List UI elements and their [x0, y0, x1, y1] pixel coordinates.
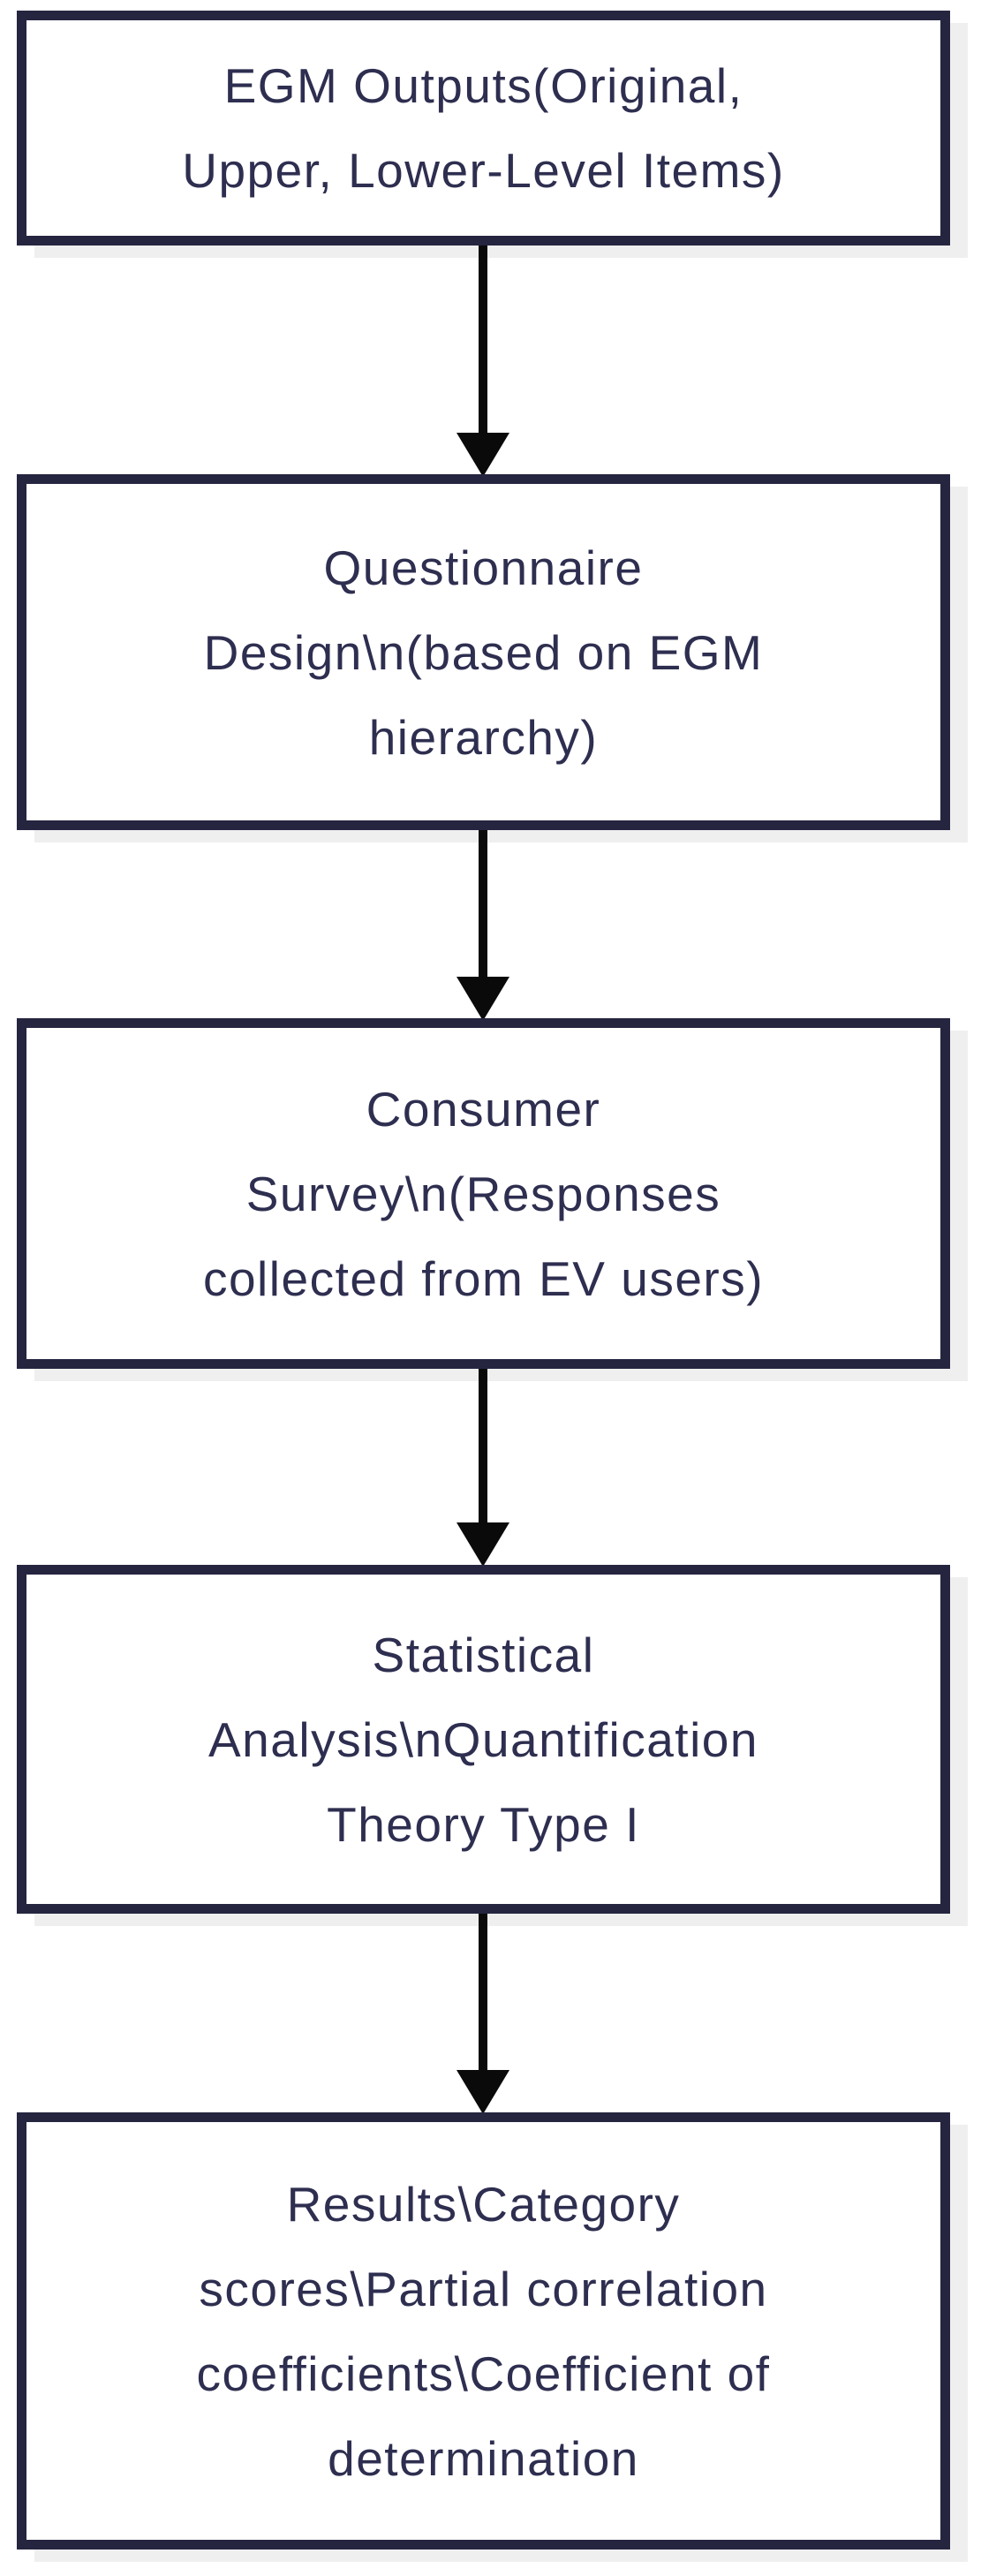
arrow-stem: [479, 1914, 487, 2070]
flow-box-egm-outputs-label: EGM Outputs(Original, Upper, Lower-Level…: [182, 58, 785, 198]
arrow-stem: [479, 246, 487, 433]
arrow-down-icon: [457, 830, 509, 1021]
flow-box-statistical-analysis-label: Statistical Analysis\nQuantification The…: [208, 1627, 758, 1852]
arrow-stem: [479, 1369, 487, 1522]
arrow-head-icon: [457, 2070, 509, 2114]
flow-box-egm-outputs: EGM Outputs(Original, Upper, Lower-Level…: [17, 11, 950, 246]
arrow-head-icon: [457, 1522, 509, 1567]
flow-box-consumer-survey-label: Consumer Survey\n(Responses collected fr…: [202, 1081, 765, 1306]
flow-box-consumer-survey: Consumer Survey\n(Responses collected fr…: [17, 1018, 950, 1369]
arrow-down-icon: [457, 1369, 509, 1567]
arrow-down-icon: [457, 1914, 509, 2114]
flow-box-statistical-analysis: Statistical Analysis\nQuantification The…: [17, 1565, 950, 1914]
flow-box-results-label: Results\Category scores\Partial correlat…: [196, 2176, 771, 2486]
arrow-head-icon: [457, 977, 509, 1021]
arrow-stem: [479, 830, 487, 977]
arrow-down-icon: [457, 246, 509, 477]
flow-box-questionnaire-design: Questionnaire Design\n(based on EGM hier…: [17, 474, 950, 830]
arrow-head-icon: [457, 433, 509, 477]
flow-box-questionnaire-design-label: Questionnaire Design\n(based on EGM hier…: [203, 540, 764, 765]
flow-box-results: Results\Category scores\Partial correlat…: [17, 2112, 950, 2550]
